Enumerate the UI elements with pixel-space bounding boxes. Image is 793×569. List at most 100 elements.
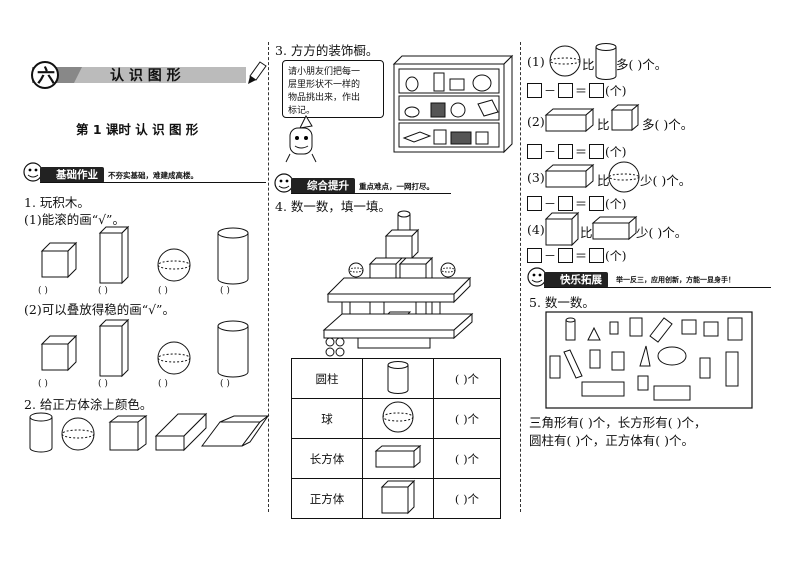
cuboid-icon: [544, 163, 595, 189]
section-banner-basic: 基础作业 不夯实基础，难建成高楼。: [22, 162, 266, 183]
q5-shapes-box: [545, 311, 753, 409]
compare-3-label: (3): [527, 170, 545, 185]
section-subtitle: 不夯实基础，难建成高楼。: [108, 171, 198, 180]
count-blank[interactable]: ( )个: [433, 438, 501, 479]
cube-icon: [544, 211, 580, 247]
q4-count-table: 圆柱 ( )个 球 ( )个 长方体: [291, 358, 501, 519]
section-label: 快乐拓展: [544, 272, 608, 288]
q1-answer-5[interactable]: ( ): [38, 379, 48, 389]
q5-title: 5. 数一数。: [529, 295, 595, 310]
compare-4-label: (4): [527, 222, 545, 237]
cuboid-shape: [201, 415, 270, 447]
q4-title: 4. 数一数，填一填。: [275, 199, 391, 214]
cuboid-icon: [544, 107, 595, 133]
q2-shapes[interactable]: [26, 410, 271, 455]
sphere-icon: [362, 398, 434, 439]
compare-1-word1: 比: [582, 57, 595, 72]
cuboid-icon: [591, 215, 638, 241]
q1-answer-7[interactable]: ( ): [158, 379, 168, 389]
sphere-icon: [608, 161, 640, 193]
sphere-shape: [157, 248, 191, 282]
equation-4[interactable]: －＝(个): [527, 247, 626, 264]
compare-4-word2[interactable]: 少( )个。: [636, 225, 688, 240]
q4-stack-figure: [322, 210, 474, 357]
mascot-icon: [23, 162, 43, 182]
cuboid-shape: [154, 412, 208, 452]
character-icon: [285, 114, 317, 163]
cylinder-shape: [217, 227, 249, 285]
q5-line2[interactable]: 圆柱有( )个，正方体有( )个。: [529, 433, 694, 448]
section-banner-comprehensive: 综合提升 重点难点，一网打尽。: [273, 173, 517, 194]
table-row: 球 ( )个: [291, 398, 501, 439]
row-label: 长方体: [291, 438, 363, 479]
column-separator-left: [268, 42, 269, 512]
compare-1-label: (1): [527, 54, 545, 69]
q1-part2: (2)可以叠放得稳的画“√”。: [24, 302, 175, 317]
equation-1[interactable]: －＝(个): [527, 82, 626, 99]
cuboid-shape: [98, 225, 130, 285]
cylinder-shape: [217, 320, 249, 378]
q3-title: 3. 方方的装饰橱。: [275, 43, 379, 58]
unit-header-bar: [31, 61, 267, 89]
unit-header: 六 认 识 图 形: [22, 61, 267, 89]
count-blank[interactable]: ( )个: [433, 398, 501, 439]
cube-icon: [362, 478, 434, 519]
compare-2-word2[interactable]: 多( )个。: [642, 117, 694, 132]
q1-answer-6[interactable]: ( ): [98, 379, 108, 389]
table-row: 圆柱 ( )个: [291, 358, 501, 399]
q5-line1[interactable]: 三角形有( )个，长方形有( )个，: [529, 415, 707, 430]
equation-2[interactable]: －＝(个): [527, 143, 626, 160]
cube-shape: [40, 241, 78, 279]
pencil-icon: [248, 61, 267, 84]
cylinder-shape: [565, 317, 576, 341]
cube-shape: [40, 334, 78, 372]
section-subtitle: 举一反三，应用创新，方能一显身手！: [616, 276, 735, 284]
speech-bubble: 请小朋友们把每一 层里形状不一样的 物品挑出来，作出 标记。: [282, 60, 384, 118]
q1-title: 1. 玩积木。: [24, 195, 90, 210]
count-blank[interactable]: ( )个: [433, 478, 501, 519]
section-subtitle: 重点难点，一网打尽。: [359, 182, 434, 191]
table-row: 长方体 ( )个: [291, 438, 501, 479]
cylinder-icon: [595, 43, 617, 80]
row-label: 球: [291, 398, 363, 439]
section-label: 综合提升: [291, 178, 355, 194]
section-banner-extension: 快乐拓展 举一反三，应用创新，方能一显身手！: [526, 267, 771, 288]
decoration-cabinet: [392, 54, 514, 154]
compare-3-word1: 比: [597, 173, 610, 188]
q1-answer-3[interactable]: ( ): [158, 286, 168, 296]
q1-answer-2[interactable]: ( ): [98, 286, 108, 296]
unit-title: 认 识 图 形: [110, 68, 181, 84]
q1-part1: (1)能滚的画“√”。: [24, 212, 125, 227]
q1-answer-8[interactable]: ( ): [220, 379, 230, 389]
bubble-line-3: 物品挑出来，作出: [288, 93, 361, 103]
cuboid-shape: [98, 318, 130, 378]
cylinder-shape: [29, 412, 53, 453]
cuboid-icon: [362, 438, 434, 479]
equation-3[interactable]: －＝(个): [527, 195, 626, 212]
section-label: 基础作业: [40, 167, 104, 183]
q1-shapes-row2: [40, 318, 249, 378]
compare-3-word2[interactable]: 少( )个。: [640, 173, 692, 188]
column-separator-right: [520, 42, 521, 512]
count-blank[interactable]: ( )个: [433, 358, 501, 399]
bubble-line-4: 标记。: [288, 106, 316, 116]
compare-1-word2[interactable]: 多( )个。: [616, 57, 668, 72]
sphere-icon: [549, 45, 581, 77]
q2-title: 2. 给正方体涂上颜色。: [24, 397, 153, 412]
q1-shapes-row1: [40, 225, 249, 285]
sphere-shape: [61, 417, 95, 451]
bubble-line-2: 层里形状不一样的: [288, 80, 361, 90]
q1-answer-4[interactable]: ( ): [220, 286, 230, 296]
cylinder-icon: [362, 358, 434, 399]
unit-number: 六: [37, 66, 55, 87]
table-row: 正方体 ( )个: [291, 478, 501, 519]
cube-icon: [610, 103, 640, 132]
row-label: 圆柱: [291, 358, 363, 399]
bubble-line-1: 请小朋友们把每一: [288, 67, 361, 77]
q1-answer-1[interactable]: ( ): [38, 286, 48, 296]
compare-4-word1: 比: [580, 225, 593, 240]
compare-2-label: (2): [527, 114, 545, 129]
sphere-shape: [157, 341, 191, 375]
compare-2-word1: 比: [597, 117, 610, 132]
cube-shape: [108, 415, 148, 451]
